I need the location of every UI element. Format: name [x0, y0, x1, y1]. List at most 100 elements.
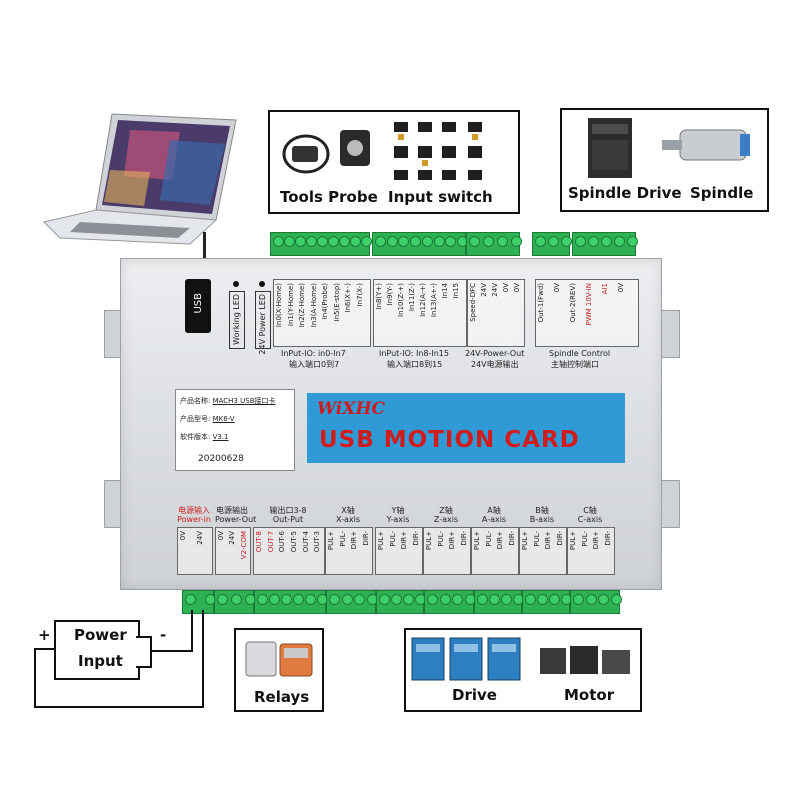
power-led — [259, 281, 265, 287]
power-input-line2: Input — [78, 652, 123, 670]
spindle-image — [662, 129, 750, 161]
relays-image — [245, 641, 313, 677]
terminal-screw — [306, 236, 317, 247]
bottom-pin-label: PUL+ — [425, 531, 433, 551]
terminal-screw — [217, 594, 228, 605]
power-wire-horizontal-1 — [148, 650, 193, 652]
bottom-pin-label: OUT-4 — [301, 531, 310, 553]
input-switch-label: Input switch — [388, 188, 493, 206]
bottom-pin-label: PUL- — [580, 531, 589, 547]
top-terminal-in8-15 — [372, 232, 468, 256]
bottom-pin-group-box — [471, 527, 519, 575]
tools-probe-image — [282, 130, 370, 174]
top-terminal-24v — [466, 232, 522, 256]
terminal-screw — [585, 594, 597, 605]
product-model-value: MK6-V — [212, 415, 235, 423]
top-terminal-in0-7 — [270, 232, 372, 256]
group-in8-15-caption: InPut-IO: In8-In15 — [379, 349, 449, 358]
top-pin-label: 0V — [502, 283, 510, 293]
bottom-pin-label: DIR- — [603, 531, 612, 546]
terminal-screw — [525, 594, 536, 605]
terminal-screw — [386, 236, 398, 247]
laptop-image — [40, 110, 240, 250]
top-pin-label: Out-2(REV) — [569, 283, 577, 323]
drive-image — [411, 637, 521, 681]
spindle-callout: Spindle Drive Spindle — [560, 108, 769, 212]
top-pin-label: Speed-DFC — [469, 283, 477, 322]
bottom-pin-group-box — [567, 527, 615, 575]
bottom-pin-label: PUL- — [436, 531, 445, 547]
top-pin-label: In5(E-stop) — [332, 283, 341, 322]
power-wire-horizontal-2 — [34, 706, 204, 708]
product-name-label: 产品名称: — [180, 397, 211, 405]
terminal-screw — [403, 594, 414, 605]
bottom-group-title-cn: Y轴 — [391, 506, 405, 515]
terminal-screw — [452, 594, 464, 605]
bottom-pin-group-box — [215, 527, 251, 575]
power-wire-vertical-1 — [191, 610, 193, 650]
terminal-screw — [269, 594, 280, 605]
terminal-screw — [257, 594, 268, 605]
drive-motor-callout: Drive Motor — [404, 628, 642, 712]
top-pins-group-2 — [373, 279, 467, 347]
bottom-pin-label: PUL- — [532, 531, 541, 547]
bottom-pin-label: DIR- — [459, 531, 468, 546]
top-pin-label: In9(Y-) — [386, 283, 394, 306]
terminal-screw — [295, 236, 306, 247]
bottom-terminal-x — [326, 590, 378, 614]
bottom-group-title-cn: A轴 — [487, 506, 501, 515]
top-pins-group-3 — [467, 279, 525, 347]
bottom-pin-label: OUT-7 — [266, 531, 275, 553]
bottom-pin-label: PUL+ — [327, 531, 335, 551]
top-pin-label: In2(Z-Home) — [298, 283, 306, 328]
bottom-group-title-cn: 电源输入 — [178, 506, 210, 515]
relays-callout: Relays — [234, 628, 324, 712]
bottom-pin-group-box — [375, 527, 423, 575]
terminal-screw — [477, 594, 488, 605]
bottom-group-title-cn: Z轴 — [439, 506, 453, 515]
group-in8-15-caption-cn: 输入端口8到15 — [387, 360, 443, 369]
bottom-group-title-en: Power-in — [177, 515, 211, 524]
top-pin-label: PWM 10V-IN — [585, 283, 593, 326]
working-led-label: Working LED — [232, 294, 241, 345]
date-code: 20200628 — [198, 454, 244, 464]
top-pins-group-4 — [535, 279, 639, 347]
terminal-screw — [535, 236, 546, 247]
group-spindle-caption: Spindle Control — [549, 349, 611, 358]
usb-port: USB — [185, 279, 211, 333]
terminal-screw — [489, 594, 500, 605]
power-input-connector — [136, 636, 152, 668]
bottom-pin-group-box — [423, 527, 471, 575]
terminal-screw — [537, 594, 548, 605]
power-led-box: 24V Power LED — [255, 291, 271, 355]
motion-card-board: USB Working LED 24V Power LED InPut-IO: … — [120, 258, 662, 590]
top-pin-label: In3(A-Home) — [309, 283, 318, 328]
top-pin-label: AI1 — [601, 283, 609, 295]
software-version-row: 软件版本: V3.1 — [180, 432, 229, 442]
drive-label: Drive — [452, 686, 497, 704]
terminal-screw — [561, 236, 572, 247]
bottom-pin-group-box — [177, 527, 213, 575]
bottom-pin-label: OUT-8 — [255, 531, 263, 553]
top-pin-label: In8(Y+) — [375, 283, 383, 310]
terminal-screw — [601, 236, 612, 247]
bottom-group-title-cn: X轴 — [341, 506, 355, 515]
bottom-pin-label: 24V — [228, 531, 237, 545]
top-pin-label: In13(A+-) — [430, 283, 438, 318]
terminal-screw — [328, 236, 339, 247]
terminal-screw — [339, 236, 350, 247]
bottom-pin-label: PUL+ — [521, 531, 529, 551]
terminal-screw — [421, 236, 433, 247]
spindle-drive-image — [588, 118, 632, 178]
bottom-pin-label: DIR+ — [400, 531, 408, 550]
terminal-screw — [391, 594, 402, 605]
group-in0-7-caption-cn: 输入端口0到7 — [289, 360, 340, 369]
terminal-screw — [627, 236, 638, 247]
plus-sign: + — [38, 626, 51, 644]
group-in0-7-caption: InPut-IO: in0-In7 — [281, 349, 346, 358]
terminal-screw — [410, 236, 422, 247]
title-banner: WiXHC USB MOTION CARD — [307, 393, 625, 463]
software-version-label: 软件版本: — [180, 433, 211, 441]
bottom-pin-label: DIR+ — [448, 531, 456, 550]
spindle-label: Spindle — [690, 184, 754, 202]
